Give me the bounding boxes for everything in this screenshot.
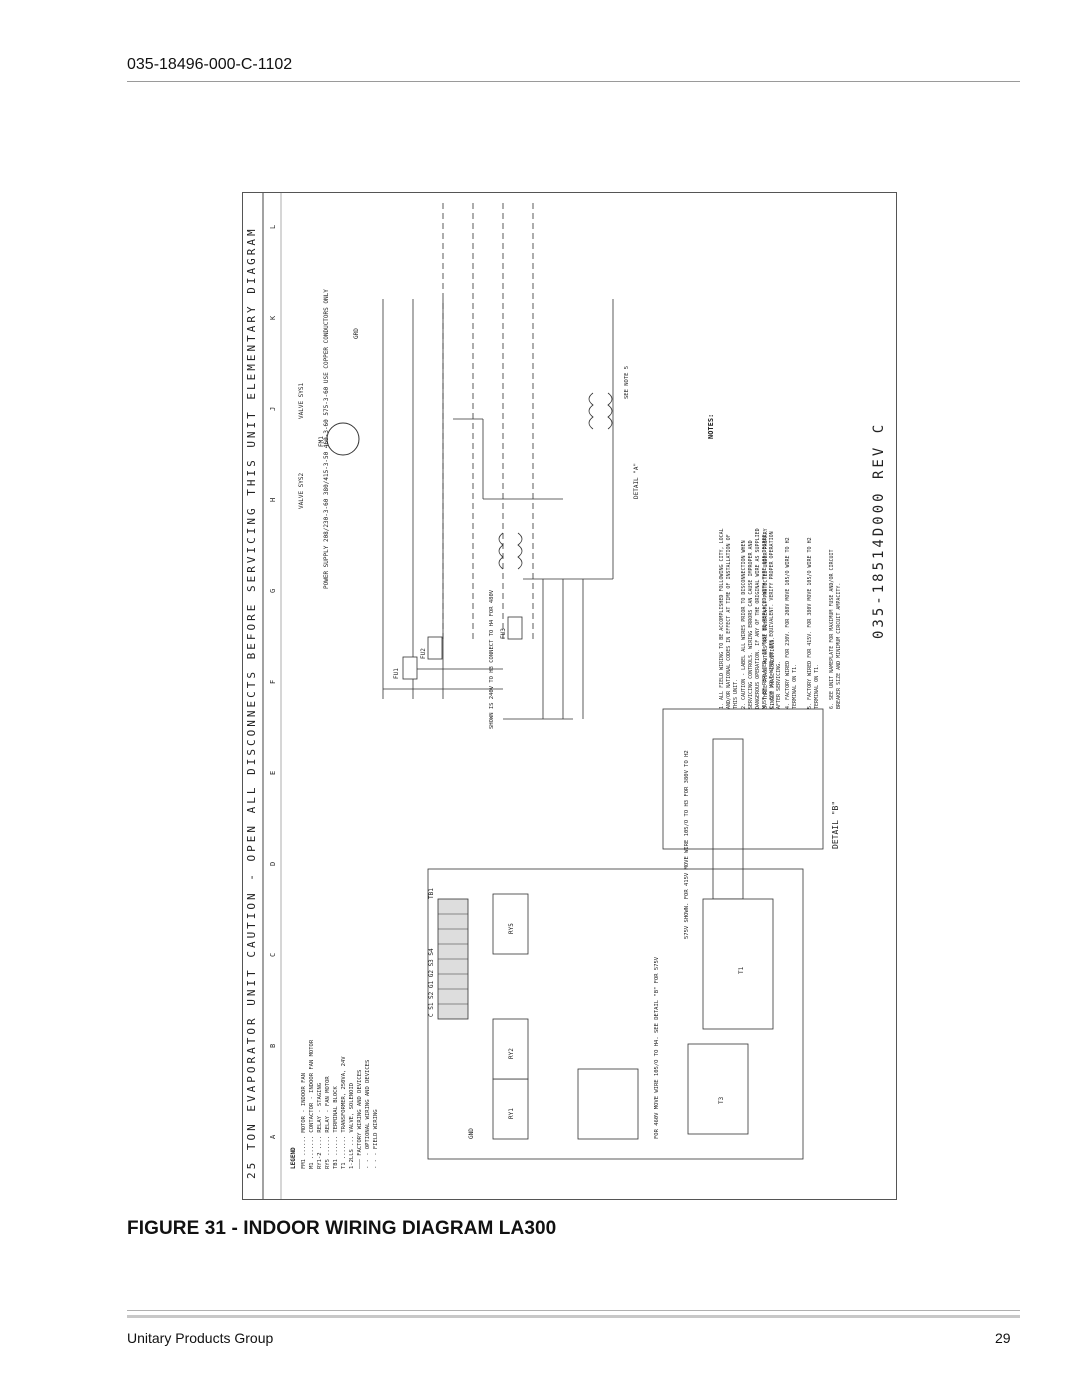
zone-letter: H [269, 498, 277, 502]
wiring-diagram-svg: 25 TON EVAPORATOR UNIT CAUTION - OPEN AL… [245, 193, 887, 1199]
zone-letter: B [269, 1044, 277, 1048]
tb1-terminal-block [437, 898, 469, 1020]
zone-letter: C [269, 953, 277, 957]
document-header-number: 035-18496-000-C-1102 [127, 56, 293, 73]
legend-entry: FM1 ...... MOTOR - INDOOR FAN [301, 1073, 307, 1169]
transformer-symbols [498, 392, 613, 570]
zone-letter: J [269, 407, 277, 411]
note-entry: 6. SEE UNIT NAMEPLATE FOR MAXIMUM FUSE A… [829, 549, 842, 709]
fm1-motor-circle [326, 422, 360, 456]
zone-letter: K [269, 315, 277, 320]
see-note-label: SEE NOTE 5 [624, 366, 630, 399]
valve-2-label: VALVE SYS2 [298, 472, 305, 509]
fu1-label: FU1 [393, 668, 400, 679]
note-entry: 5. FACTORY WIRED FOR 415V. FOR 380V MOVE… [807, 537, 820, 709]
zone-letter: A [269, 1134, 277, 1139]
zone-letter: E [269, 771, 277, 775]
wiring-diagram-figure: 25 TON EVAPORATOR UNIT CAUTION - OPEN AL… [242, 192, 897, 1200]
t1-label: T1 [738, 966, 745, 974]
page-number: 29 [995, 1330, 1011, 1346]
footer-rule-thick [127, 1315, 1020, 1318]
note-entry: 1. ALL FIELD WIRING TO BE ACCOMPLISHED F… [719, 528, 739, 709]
legend-entry: - - - FIELD WIRING [373, 1109, 379, 1169]
figure-caption: FIGURE 31 - INDOOR WIRING DIAGRAM LA300 [127, 1218, 557, 1239]
legend-entry: 1-2LLS ... VALVE, SOLENOID [349, 1083, 355, 1169]
zone-letter: L [269, 225, 277, 229]
t3-label: T3 [718, 1096, 725, 1104]
t1-wire-note: FOR 460V MOVE WIRE 105/O TO H4. SEE DETA… [654, 956, 660, 1139]
transformer-note: SHOWN IS 240V TO H3 CONNECT TO H4 FOR 48… [489, 589, 495, 729]
footer-rule-thin [127, 1310, 1020, 1311]
power-supply-label: POWER SUPPLY 208/230-3-60 380/415-3-50 4… [323, 289, 330, 589]
fuse-symbols [402, 616, 523, 680]
gnd-label: GND [468, 1128, 475, 1139]
tb1-terminal-labels: C S1 S2 G1 G2 S3 S4 [428, 948, 435, 1017]
ry2-label: RY2 [508, 1048, 515, 1059]
detail-b-note: 575V SHOWN. FOR 415V MOVE WIRE 105/O TO … [684, 750, 690, 939]
footer-company: Unitary Products Group [127, 1330, 274, 1346]
legend-entry: - - - OPTIONAL WIRING AND DEVICES [365, 1060, 371, 1169]
legend-entry: RY5 ...... RELAY - FAN MOTOR [325, 1076, 331, 1169]
relay-boxes [492, 893, 774, 1140]
legend-entry: TB1 ...... TERMINAL BLOCK [333, 1086, 339, 1169]
note-entry: 4. FACTORY WIRED FOR 230V. FOR 208V MOVE… [785, 537, 798, 709]
header-rule [127, 81, 1020, 82]
ry5-label: RY5 [508, 923, 515, 934]
grd-label: GRD [353, 328, 360, 339]
schematic-lines [382, 199, 824, 1160]
legend-entry: M1 ....... CONTACTOR - INDOOR FAN MOTOR [309, 1039, 315, 1169]
detail-a-label: DETAIL "A" [633, 463, 640, 499]
legend-entry: ——— FACTORY WIRING AND DEVICES [357, 1070, 363, 1169]
note-entry: 2. CAUTION - LABEL ALL WIRES PRIOR TO DI… [741, 528, 782, 709]
valve-1-label: VALVE SYS1 [298, 382, 305, 419]
zone-letters: A B C D E F G H J K L [269, 225, 277, 1139]
zone-letter: D [269, 862, 277, 866]
legend-entry: RY1-2 .... RELAY - STAGING [317, 1083, 323, 1169]
zone-letter: F [269, 680, 277, 684]
notes-title: NOTES: [707, 414, 715, 439]
zone-letter: G [269, 589, 277, 593]
fu2-label: FU2 [420, 648, 427, 659]
fm1-label: FM1 [318, 436, 325, 447]
legend-title: LEGEND [290, 1147, 297, 1169]
legend-entry: T1 ....... TRANSFORMER, 250VA, 24V [341, 1056, 347, 1169]
fu3-label: FU3 [500, 628, 507, 639]
note-entry: 3. THREE PHASE MOTORS ARE INHERENTLY PRO… [763, 528, 776, 709]
detail-b-label: DETAIL "B" [831, 801, 840, 849]
tb1-label: TB1 [428, 888, 435, 899]
title-banner: 25 TON EVAPORATOR UNIT CAUTION - OPEN AL… [245, 226, 258, 1179]
drawing-number: 035-18514D000 REV C [871, 422, 887, 639]
ry1-label: RY1 [508, 1108, 515, 1119]
